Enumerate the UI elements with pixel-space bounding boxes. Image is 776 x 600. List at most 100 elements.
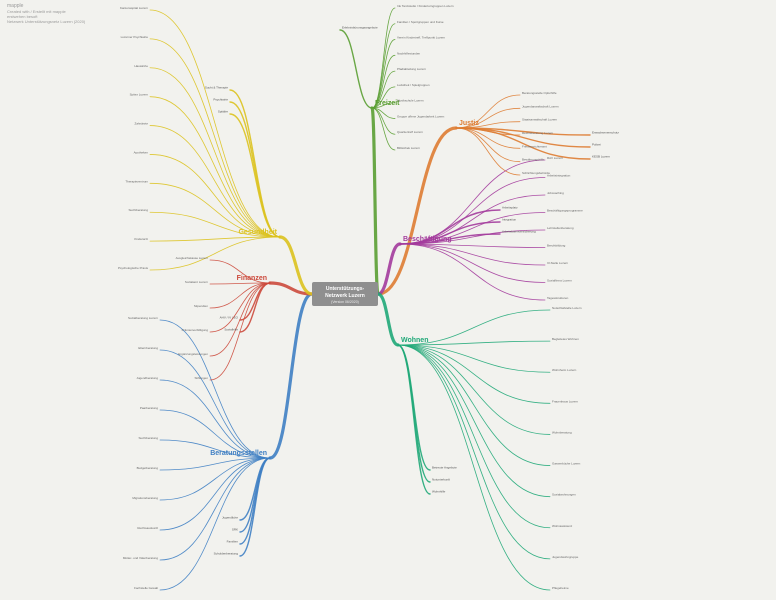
branch-label-beschaeftigung[interactable]: Beschäftigung [403, 236, 452, 243]
branch-label-freizeit[interactable]: Freizeit [375, 100, 400, 107]
leaf-label[interactable]: Mütter- und Väterberatung [123, 556, 159, 560]
leaf-label[interactable]: Familien / Sportgruppen und Kurse [397, 20, 444, 24]
leaf-label[interactable]: Luzerner Psychiatrie [121, 35, 149, 39]
leaf-label[interactable]: Fachstelle Gewalt [134, 586, 158, 590]
leaf-label[interactable]: Verein Kindertreff, Treffpunkt Luzern [397, 36, 445, 40]
leaf-label[interactable]: Apotheken [134, 150, 149, 154]
leaf-label[interactable]: Frauenhaus Luzern [552, 399, 578, 403]
subbranch-label[interactable]: Schuldenberatung [214, 552, 239, 556]
branch-label-wohnen[interactable]: Wohnen [401, 337, 428, 344]
subbranch-edge-freizeit-0 [339, 29, 373, 109]
subbranch-label[interactable]: Spitäler [218, 110, 228, 114]
subbranch-label[interactable]: Arbeitsplatz [502, 206, 518, 210]
subbranch-label[interactable]: KESB Luzern [592, 155, 610, 159]
leaf-label[interactable]: Sozialamt Luzern [185, 280, 209, 284]
subbranch-label[interactable]: AHV / IV / EO [220, 316, 239, 320]
leaf-label[interactable]: Notschlafstelle Luzern [552, 306, 582, 310]
leaf-label[interactable]: Rechtsauskunft [137, 526, 158, 530]
leaf-label[interactable]: Sozialberatung Luzern [128, 316, 158, 320]
branch-label-beratung[interactable]: Beratungsstellen [210, 450, 267, 457]
leaf-label[interactable]: Sozialwohnungen [552, 493, 576, 497]
leaf-label[interactable]: Zahnärzte [134, 122, 148, 126]
subbranch-label[interactable]: Erwachsenenschutz [592, 131, 619, 135]
leaf-label[interactable]: Bibliothek Luzern [397, 146, 420, 150]
leaf-edge-gesundheit-1 [149, 38, 281, 238]
leaf-label[interactable]: Lehrstellenberatung [547, 226, 574, 230]
leaf-label[interactable]: Jugendanwaltschaft Luzern [522, 104, 559, 108]
leaf-label[interactable]: Rechtsberatung Luzern [522, 131, 554, 135]
leaf-label[interactable]: RAV Luzern [547, 156, 563, 160]
leaf-label[interactable]: Jobcoaching [547, 191, 564, 195]
branch-label-gesundheit[interactable]: Gesundheit [238, 229, 277, 236]
leaf-label[interactable]: Bewährungshilfe [522, 158, 545, 162]
leaf-label[interactable]: Budgetberatung [137, 466, 159, 470]
center-node[interactable]: Unterstützungs- Netzwerk Luzern (Version… [312, 282, 378, 306]
leaf-label[interactable]: Beratungsstelle Opferhilfe [522, 91, 557, 95]
leaf-label[interactable]: Pfadiabteilung Luzern [397, 67, 426, 71]
subbranch-label[interactable]: Arbeitslosenversicherung [502, 230, 536, 234]
subbranch-label[interactable]: Jugendliche [222, 516, 238, 520]
leaf-label[interactable]: Friedensrichteramt [522, 144, 547, 148]
branch-label-finanzen[interactable]: Finanzen [237, 275, 267, 282]
subbranch-label[interactable]: SRK [232, 528, 238, 532]
leaf-label[interactable]: Gruppe offene Jugendarbeit Luzern [397, 114, 445, 118]
leaf-label[interactable]: Nachhilfestunden [397, 51, 421, 55]
leaf-label[interactable]: Jugendberatung [136, 376, 158, 380]
leaf-label[interactable]: Migrationsberatung [132, 496, 158, 500]
leaf-edge-finanzen-0 [209, 259, 271, 284]
leaf-label[interactable]: Suchtberatung [128, 208, 148, 212]
leaf-label[interactable]: Stiftungen [194, 376, 208, 380]
leaf-label[interactable]: Tagesstrukturen [547, 296, 569, 300]
leaf-label[interactable]: Berufsbildung [547, 244, 566, 248]
leaf-label[interactable]: Beschäftigungsprogramme [547, 209, 583, 213]
subbranch-label[interactable]: Integration [502, 218, 517, 222]
leaf-edge-beschaeftigung-5 [399, 243, 546, 248]
subbranch-label[interactable]: Betreute Angebote [432, 466, 457, 470]
subbranch-label[interactable]: Wohnhilfe [432, 490, 446, 494]
leaf-label[interactable]: Ergänzungsleistungen [178, 352, 208, 356]
leaf-label[interactable]: Hausärzte [134, 64, 148, 68]
subbranch-label[interactable]: Sucht & Therapie [205, 86, 228, 90]
leaf-edge-freizeit-6 [371, 102, 396, 109]
leaf-label[interactable]: Wohnberatung [552, 430, 572, 434]
leaf-label[interactable]: Ausgleichskasse Luzern [176, 256, 209, 260]
leaf-label[interactable]: Arbeitsintegration [547, 174, 571, 178]
app-header: mapple Created with / Erstellt mit mappl… [7, 3, 85, 25]
branch-label-justiz[interactable]: Justiz [459, 120, 479, 127]
subbranch-edge-gesundheit-1 [229, 101, 281, 238]
leaf-edge-gesundheit-4 [149, 125, 281, 238]
leaf-label[interactable]: Begleitetes Wohnen [552, 337, 579, 341]
leaf-label[interactable]: Stipendien [194, 304, 209, 308]
leaf-label[interactable]: Suchtberatung [138, 436, 158, 440]
subbranch-label[interactable]: Erlebnisbürunsgsangebote [342, 26, 378, 30]
subbranch-label[interactable]: Sozialhilfe [224, 328, 238, 332]
leaf-label[interactable]: Prämienverbilligung [182, 328, 209, 332]
leaf-label[interactable]: Gassenküche Luzern [552, 462, 581, 466]
app-name: mapple [7, 3, 24, 9]
leaf-label[interactable]: Musikschule Luzern [397, 99, 424, 103]
leaf-label[interactable]: Pflegeheime [552, 586, 569, 590]
leaf-label[interactable]: Therapiezentrum [125, 179, 148, 183]
leaf-label[interactable]: Sozialfirma Luzern [547, 279, 572, 283]
leaf-label[interactable]: Ludothek / Spielgruppen [397, 83, 430, 87]
leaf-label[interactable]: Jugendwohngruppe [552, 555, 579, 559]
leaf-label[interactable]: Quartiertreff Luzern [397, 130, 423, 134]
leaf-label[interactable]: Elternberatung [138, 346, 158, 350]
leaf-label[interactable]: Kinderarzt [134, 237, 148, 241]
leaf-label[interactable]: Schlichtungsbehörde [522, 171, 550, 175]
subbranch-label[interactable]: Polizei [592, 143, 601, 147]
leaf-label[interactable]: IV-Stelle Luzern [547, 261, 569, 265]
leaf-label[interactable]: Wohnheim Luzern [552, 368, 577, 372]
subbranch-label[interactable]: Psychiatrie [213, 98, 228, 102]
subbranch-label[interactable]: Familien [227, 540, 239, 544]
leaf-edge-finanzen-4 [209, 282, 271, 357]
subbranch-label[interactable]: Notunterkunft [432, 478, 450, 482]
leaf-label[interactable]: Spitex Luzern [130, 93, 149, 97]
leaf-edge-wohnen-0 [397, 309, 551, 346]
leaf-label[interactable]: Wohnassistenz [552, 524, 573, 528]
leaf-label[interactable]: Paarberatung [140, 406, 159, 410]
leaf-label[interactable]: Staatsanwaltschaft Luzern [522, 118, 558, 122]
leaf-label[interactable]: Psychologische Praxis [118, 266, 149, 270]
leaf-label[interactable]: Kantonsspital Luzern [120, 6, 148, 10]
leaf-label[interactable]: Ink Tanzstudio / Kinderturngruppen Luzer… [397, 4, 454, 8]
